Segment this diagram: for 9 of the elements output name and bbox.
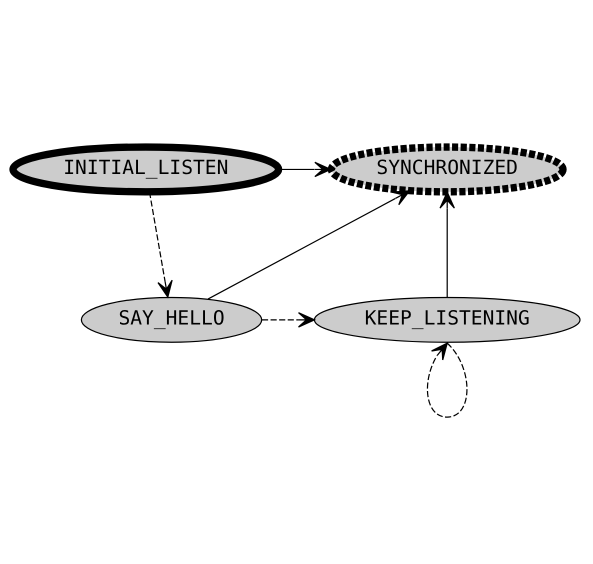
arrow [426,342,468,418]
node-ellipse: INITIAL_LISTEN [9,143,282,196]
arrow [148,192,173,298]
node-ellipse: KEEP_LISTENING [314,296,581,343]
arrow [208,190,410,300]
node-ellipse: SAY_HELLO [80,296,262,343]
node-ellipse: SYNCHRONIZED [328,143,567,196]
arrow [439,192,455,298]
arrow [262,312,316,328]
